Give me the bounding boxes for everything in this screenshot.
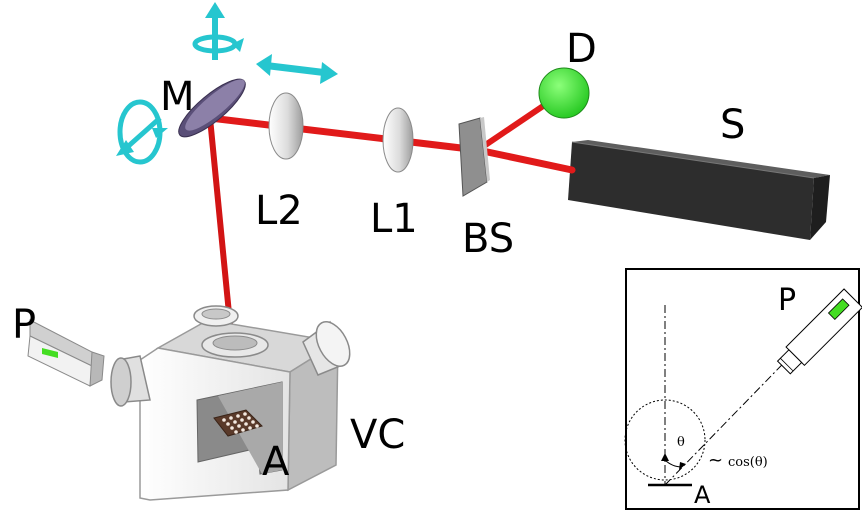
beam-splitter-to-detector xyxy=(475,95,558,153)
lens-l1: L1 xyxy=(370,107,418,242)
beam-source-to-splitter xyxy=(474,146,576,174)
detector: D xyxy=(538,26,597,119)
mirror-label: M xyxy=(160,74,195,120)
camera-label: P xyxy=(12,302,36,348)
inset-cosine-label: cos(θ) xyxy=(728,455,768,470)
translate-horizontal-icon xyxy=(256,54,338,84)
rotate-vertical-axis-icon xyxy=(192,2,244,60)
inset-angle-label: θ xyxy=(677,435,685,450)
inset-sample-label: A xyxy=(694,481,711,509)
mirror: M xyxy=(160,74,246,138)
sample-dots xyxy=(222,412,259,434)
vacuum-chamber: VC xyxy=(110,305,405,501)
inset-tilde: ~ xyxy=(708,450,723,471)
source-label: S xyxy=(720,102,745,148)
vacuum-chamber-label: VC xyxy=(350,412,405,458)
lens-l2: L2 xyxy=(255,92,304,234)
beam-splitter-to-mirror xyxy=(206,114,482,154)
sample-label: A xyxy=(262,439,290,485)
camera: P xyxy=(12,302,105,387)
lens-l1-label: L1 xyxy=(370,196,418,242)
lens-l2-label: L2 xyxy=(255,188,303,234)
sample: A xyxy=(213,409,290,485)
detector-sphere xyxy=(538,67,590,119)
cosine-distribution-circle xyxy=(624,399,706,481)
inset-geometry: P θ ~ cos(θ) A xyxy=(624,268,862,510)
laser-source xyxy=(568,140,830,240)
beam-splitter: BS xyxy=(458,117,514,262)
rotate-tilt-icon xyxy=(116,99,168,165)
beam-splitter-label: BS xyxy=(462,216,514,262)
camera-window-icon xyxy=(42,348,58,358)
inset-camera xyxy=(776,288,862,375)
mirror-adjustment-arrows xyxy=(116,2,338,165)
inset-camera-label: P xyxy=(778,283,796,318)
detector-label: D xyxy=(566,26,597,72)
